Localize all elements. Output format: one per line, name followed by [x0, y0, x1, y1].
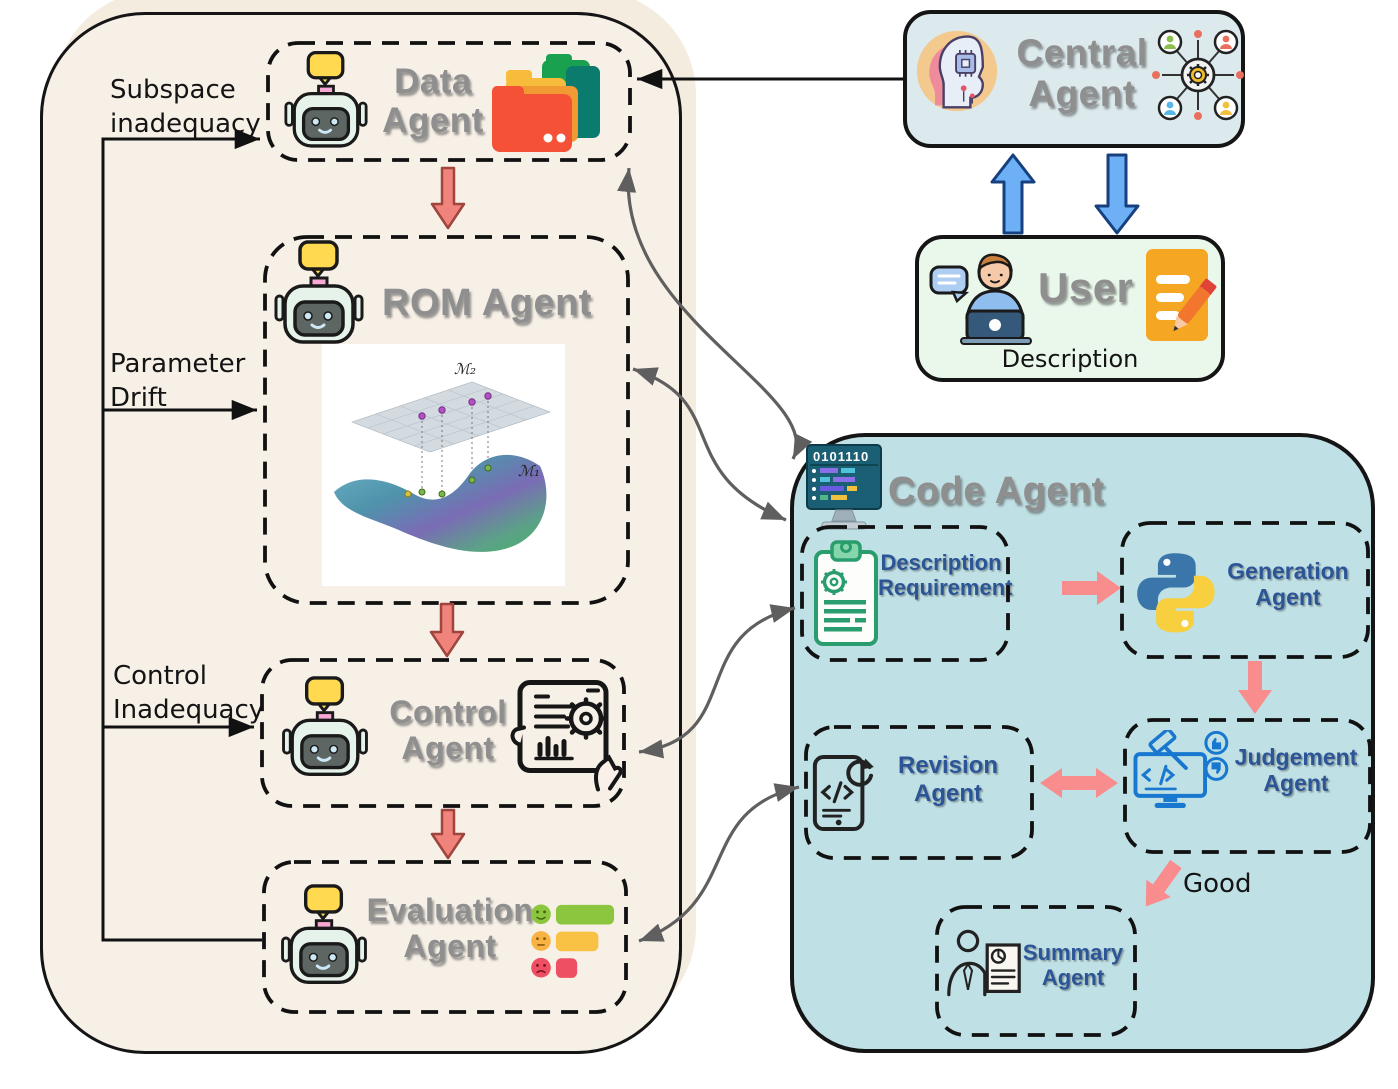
- arrow-user-to-central: [990, 153, 1036, 235]
- evaluation-agent-label: Evaluation Agent: [366, 892, 534, 964]
- binary-text: 0101110: [813, 449, 869, 464]
- rating-smileys-icon: [530, 894, 618, 988]
- network-person-node: [1157, 29, 1239, 121]
- gavel-monitor-icon: [1132, 730, 1232, 820]
- feedback-label-subspace: Subspace inadequacy: [110, 75, 261, 139]
- data-folders-icon: [490, 50, 602, 154]
- central-agent-label: Central Agent: [1016, 32, 1148, 115]
- arrow-central-to-user: [1094, 153, 1140, 235]
- ai-head-icon: [914, 25, 1000, 117]
- good-label: Good: [1183, 869, 1252, 899]
- python-logo-icon: [1130, 546, 1220, 638]
- upper-manifold-label: ℳ₂: [454, 360, 476, 378]
- revision-agent-label: Revision Agent: [897, 752, 999, 807]
- document-pencil-icon: [1142, 247, 1222, 345]
- feedback-label-control-inadequacy: Control Inadequacy: [113, 661, 265, 725]
- data-agent-label: Data Agent: [382, 62, 484, 141]
- robot-icon: [281, 676, 369, 784]
- presenter-document-icon: [944, 924, 1024, 1014]
- user-description-caption: Description: [1001, 345, 1139, 373]
- control-agent-label: Control Agent: [389, 694, 507, 766]
- summary-agent-label: Summary Agent: [1022, 940, 1124, 991]
- user-laptop-icon: [928, 245, 1040, 345]
- multi-agent-network-icon: [1148, 22, 1248, 126]
- lower-manifold-label: ℳ₁: [518, 462, 540, 480]
- code-refresh-tablet-icon: [812, 736, 884, 850]
- description-requirement-label: Description Requirement: [878, 550, 1013, 601]
- code-agent-label: Code Agent: [888, 470, 1105, 512]
- feedback-label-parameter-drift: Parameter Drift: [110, 349, 246, 413]
- tablet-gear-hand-icon: [502, 674, 622, 794]
- judgement-agent-label: Judgement Agent: [1234, 744, 1358, 797]
- requirement-clipboard-icon: [814, 540, 878, 648]
- user-label: User: [1038, 264, 1134, 311]
- manifold-projection-plot: ℳ₂ ℳ₁: [322, 344, 565, 586]
- generation-agent-label: Generation Agent: [1227, 558, 1349, 611]
- rom-agent-label: ROM Agent: [382, 282, 592, 324]
- binary-monitor-icon: 0101110: [806, 444, 882, 536]
- robot-icon: [273, 240, 365, 352]
